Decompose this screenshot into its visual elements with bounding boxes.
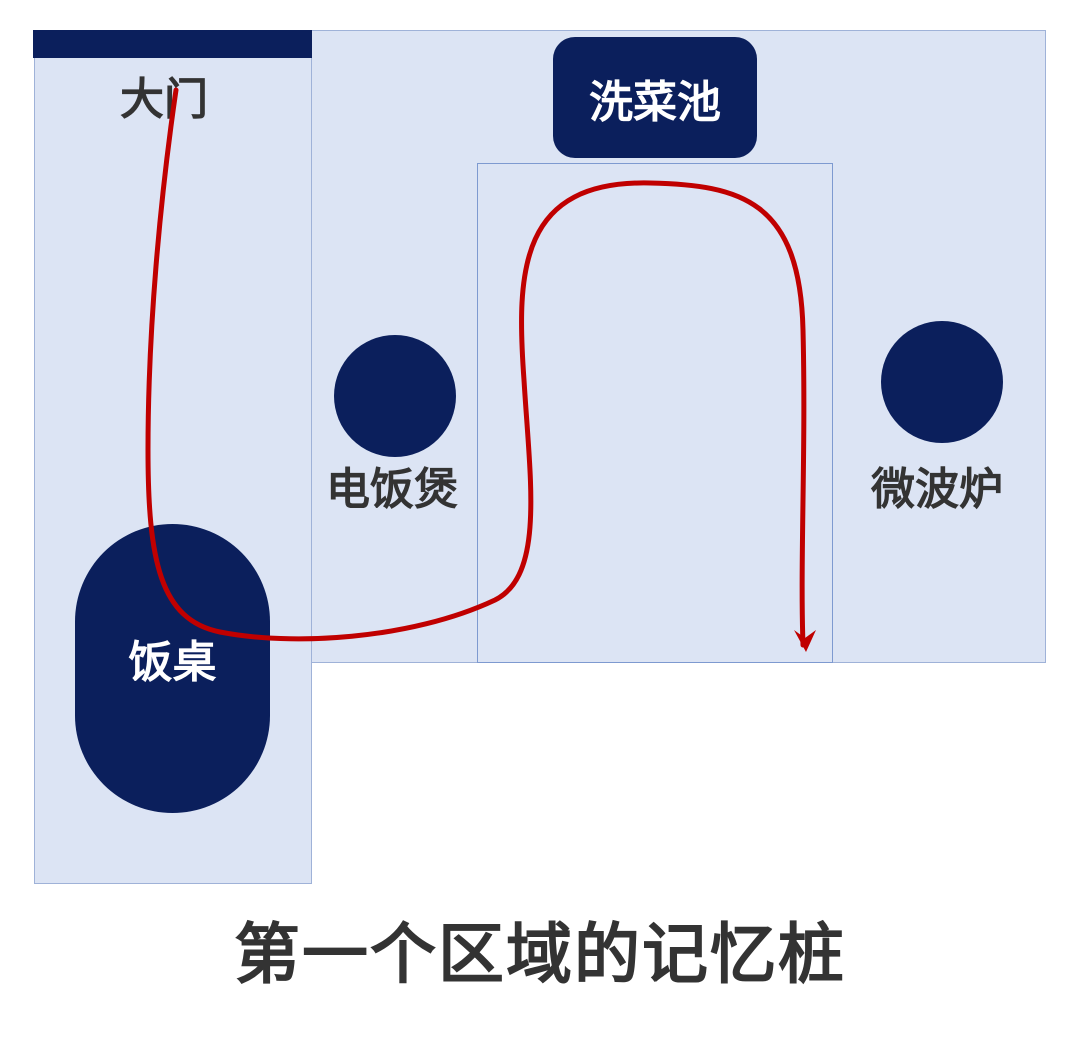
sink-label: 洗菜池	[589, 76, 721, 128]
dining-table-shape: 饭桌	[75, 524, 270, 813]
door-bar	[33, 30, 312, 58]
door-label: 大门	[120, 74, 208, 125]
microwave-label: 微波炉	[871, 464, 1003, 515]
rice-cooker-circle	[334, 335, 456, 457]
dining-table-label: 饭桌	[128, 637, 217, 688]
caption-title: 第一个区域的记忆桩	[234, 916, 846, 993]
sink-box: 洗菜池	[553, 37, 757, 158]
sink-lane	[477, 163, 833, 663]
rice-cooker-label: 电饭煲	[326, 464, 458, 515]
microwave-circle	[881, 321, 1003, 443]
